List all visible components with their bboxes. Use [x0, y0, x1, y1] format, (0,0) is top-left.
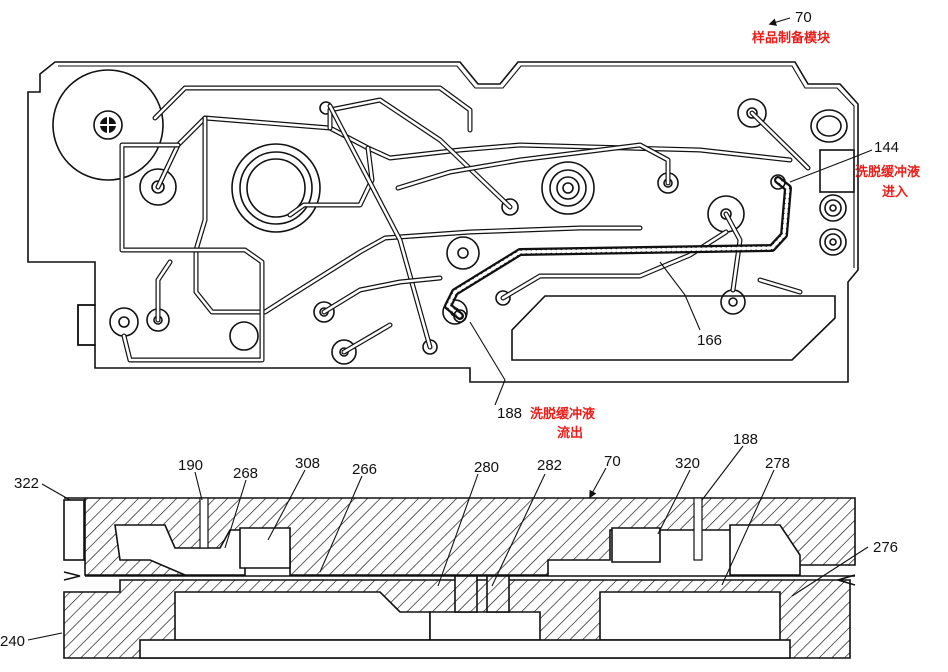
reservoir-wheel: [52, 69, 164, 181]
ref-308: 308: [295, 455, 320, 472]
inlet-caption-1: 洗脱缓冲液: [855, 164, 920, 180]
top-view-module: [27, 17, 873, 406]
center-port: [541, 161, 595, 215]
lower-chamber: [511, 295, 836, 361]
module-outline-inner: [58, 65, 855, 268]
inlet-window: [819, 149, 855, 193]
ref-240: 240: [0, 633, 25, 650]
ref-188-section: 188: [733, 431, 758, 448]
ref-190: 190: [178, 457, 203, 474]
outlet-caption-2: 流出: [557, 425, 583, 441]
ref-268: 268: [233, 465, 258, 482]
ref-278: 278: [765, 455, 790, 472]
ref-280: 280: [474, 459, 499, 476]
ref-166: 166: [697, 332, 722, 349]
ref-276: 276: [873, 539, 898, 556]
left-tab: [77, 304, 96, 346]
ref-282: 282: [537, 457, 562, 474]
reservoir-hub: [93, 110, 123, 140]
ref-70-top: 70: [795, 9, 812, 26]
ref-188-top: 188: [497, 405, 522, 422]
ref-144: 144: [874, 139, 899, 156]
port-top-right: [810, 109, 848, 143]
left-cap-322: [63, 499, 85, 561]
module-caption: 样品制备模块: [752, 30, 831, 46]
port-right-2: [819, 228, 847, 256]
section-view: [63, 497, 856, 659]
top-plate: [64, 497, 856, 576]
port-right-1: [819, 194, 847, 222]
ref-322: 322: [14, 475, 39, 492]
outlet-caption-1: 洗脱缓冲液: [530, 406, 595, 422]
section-leaders: [27, 445, 869, 641]
inlet-caption-2: 进入: [882, 185, 908, 200]
ring-chamber: [231, 143, 321, 233]
ref-320: 320: [675, 455, 700, 472]
module-outline: [27, 61, 859, 383]
ref-70-section: 70: [604, 453, 621, 470]
ref-266: 266: [352, 461, 377, 478]
